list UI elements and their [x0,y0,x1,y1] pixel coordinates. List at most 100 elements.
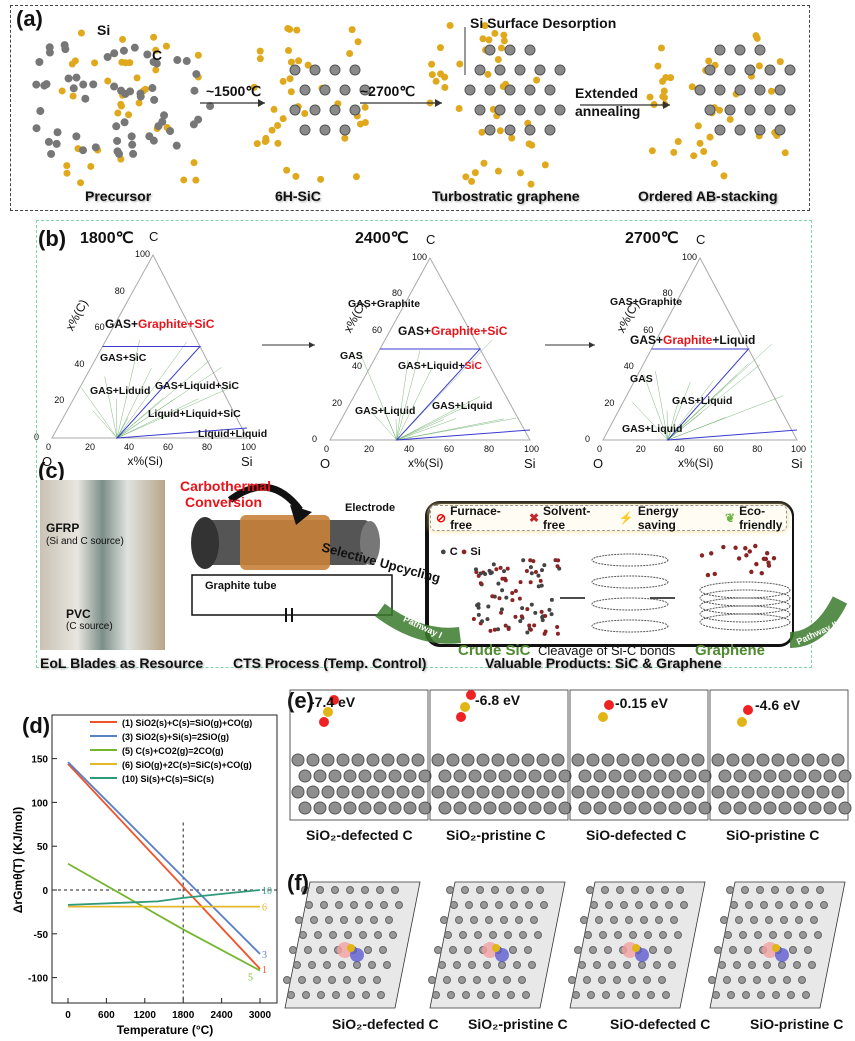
si-atom [528,141,536,149]
carbon-atom [507,991,515,999]
c-atom [60,41,69,50]
carbon-atom [446,753,460,767]
carbon-atom [336,753,350,767]
c-atom [145,132,154,141]
feature-energy-saving: Energy saving [637,504,679,532]
carbon-atom [447,991,455,999]
carbon-atom [323,961,331,969]
si-atom [262,134,270,142]
atom [542,563,547,568]
c-atom [127,132,136,141]
atom [471,617,476,622]
tie-line [116,367,222,439]
carbon-atom [513,961,521,969]
y-tick: 20 [604,397,615,408]
carbon-atom [536,886,544,894]
arrow-head [309,342,315,348]
x-tick: 60 [163,442,174,452]
carbon-atom [784,931,792,939]
carbon-atom [295,916,303,924]
carbon-atom [756,753,770,767]
carbothermal-label-1: Carbothermal [180,478,272,494]
si-atom [122,59,130,67]
y-tick-label: 100 [31,798,48,809]
carbon-atom [518,976,526,984]
carbon-atom [668,769,682,783]
c-atom [494,64,506,76]
carbon-atom [366,785,380,799]
corner-label-si: Si [791,456,803,471]
c-atom [714,44,726,56]
adsorption-energy: -7.4 eV [310,694,356,710]
carbon-atom [754,931,762,939]
carbon-atom [786,753,800,767]
carbon-atom [711,785,725,799]
carbon-atom [524,946,532,954]
carbon-atom [646,886,654,894]
c-atom [136,92,145,101]
carbon-atom [831,753,845,767]
energy-icon: ⚡ [618,511,634,525]
carbon-atom [355,916,363,924]
carbon-atom [462,991,470,999]
carbon-atom [338,961,346,969]
carbon-atom [601,886,609,894]
carbon-atom [403,769,417,783]
c-atom [121,89,130,98]
tie-line [667,343,772,441]
carbon-atom [283,976,291,984]
carbon-atom [388,801,402,815]
atom [513,589,518,594]
si-atom [500,37,508,45]
carbon-atom [760,901,768,909]
si-atom [659,93,667,101]
carbon-atom [750,916,758,924]
carbon-atom [328,801,342,815]
si-atom [292,172,300,180]
structure-caption: SiO₂-pristine C [446,827,546,843]
carbon-atom [289,946,297,954]
carbon-atom [458,976,466,984]
carbon-atom [646,785,660,799]
carbon-atom [301,886,309,894]
carbon-atom [461,753,475,767]
carbon-atom [528,769,542,783]
carbon-atom [662,991,670,999]
carbon-atom [320,901,328,909]
c-atom [764,64,776,76]
carbon-atom [595,916,603,924]
c-atom [329,104,341,116]
charge-depletion [775,948,789,962]
carbon-atom [578,801,592,815]
carbon-atom [726,753,740,767]
carbon-atom [291,785,305,799]
caption-cts-process: CTS Process (Temp. Control) [233,655,427,671]
si-atom [287,58,295,66]
si-atom [479,35,487,43]
carbon-atom [649,946,657,954]
carbon-atom [510,901,518,909]
y-tick: 100 [412,252,428,262]
x-tick-label: 2400 [210,1010,233,1021]
carbon-atom [661,886,669,894]
carbon-atom [668,801,682,815]
y-tick-label: -100 [28,974,48,985]
si-atom [766,560,771,565]
x-tick: 100 [524,444,540,454]
carbon-atom [631,753,645,767]
si-atom [516,169,524,177]
carbon-atom [521,886,529,894]
si-atom [287,88,295,96]
carbon-atom [373,801,387,815]
carbon-atom [358,769,372,783]
panel-e-label: (e) [287,688,314,713]
carbon-atom [381,785,395,799]
carbon-atom [358,801,372,815]
atom [528,565,533,570]
carbon-atom [838,801,852,815]
carbon-atom [347,991,355,999]
si-atom [286,75,294,83]
c-atom [494,104,506,116]
carbon-atom [351,753,365,767]
carbon-atom [331,886,339,894]
